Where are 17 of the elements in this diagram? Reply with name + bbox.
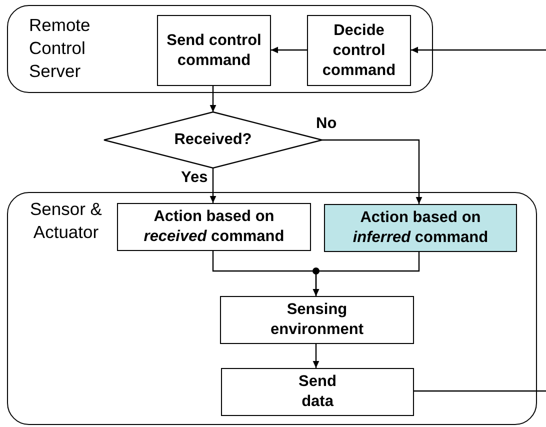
arrow [411, 46, 546, 54]
arrow [322, 139, 422, 204]
group-panel [7, 192, 537, 425]
process-box: Send control command [157, 15, 271, 86]
process-box: Decide control command [307, 15, 411, 86]
arrow [312, 252, 420, 296]
arrow [210, 86, 216, 112]
panel-title: Remote Control Server [29, 14, 92, 83]
arrow [271, 46, 307, 54]
arrow [312, 344, 320, 368]
process-box: Send data [221, 368, 414, 416]
panel-title: Sensor & Actuator [29, 198, 103, 244]
process-box: Action based on received command [117, 203, 311, 251]
process-box: Action based on inferred command [324, 204, 517, 252]
arrow [210, 168, 216, 203]
group-panel [7, 5, 433, 93]
process-box: Sensing environment [220, 296, 414, 344]
